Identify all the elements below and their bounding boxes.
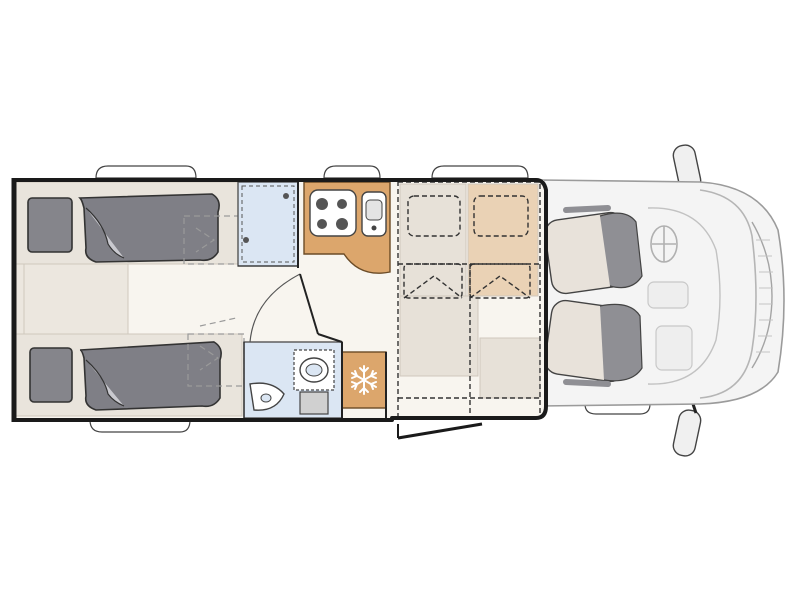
- interior-partitions: [238, 182, 387, 418]
- center-console: [647, 281, 689, 309]
- window-top-rear: [95, 165, 197, 179]
- pillow-bottom: [29, 347, 73, 403]
- blanket-top: [78, 193, 220, 263]
- bed-bridge: [15, 263, 129, 335]
- fridge[interactable]: [341, 351, 387, 409]
- windscreen: [699, 189, 757, 399]
- entrance-door-icon[interactable]: [397, 422, 483, 440]
- dinette[interactable]: [397, 181, 541, 419]
- window-bottom-rear: [89, 419, 191, 433]
- bonnet-grille: [751, 221, 773, 369]
- exterior-wall: [12, 178, 548, 422]
- sink-icon: [361, 191, 387, 237]
- cab-seat-driver[interactable]: [543, 205, 643, 295]
- washroom[interactable]: [243, 273, 343, 419]
- seat-middle-left: [399, 295, 479, 377]
- window-top-kitchen: [323, 165, 381, 179]
- steering-wheel-icon: [650, 225, 678, 263]
- pillow-top: [27, 197, 73, 253]
- stove-burners-icon: [309, 189, 357, 237]
- seat-middle-right: [479, 337, 541, 399]
- side-windows: [89, 165, 651, 433]
- passenger-dash-box: [655, 325, 693, 371]
- mirror-bottom: [672, 409, 702, 457]
- blanket-bottom: [79, 341, 222, 411]
- rear-twin-beds[interactable]: [15, 181, 245, 417]
- cab-seat-passenger[interactable]: [543, 299, 643, 387]
- grille-lines: [756, 239, 773, 353]
- window-top-dinette: [431, 165, 529, 179]
- window-bottom-cab: [584, 403, 651, 415]
- kitchen[interactable]: [303, 181, 391, 274]
- bathroom-door-swing: [249, 273, 301, 343]
- dashboard: [647, 207, 721, 385]
- bench-top-left: [399, 183, 467, 297]
- washbasin-icon: [249, 382, 285, 411]
- snowflake-icon: [351, 365, 377, 395]
- shower[interactable]: [237, 181, 299, 267]
- side-mirrors: [672, 144, 702, 457]
- toilet-icon: [293, 349, 335, 415]
